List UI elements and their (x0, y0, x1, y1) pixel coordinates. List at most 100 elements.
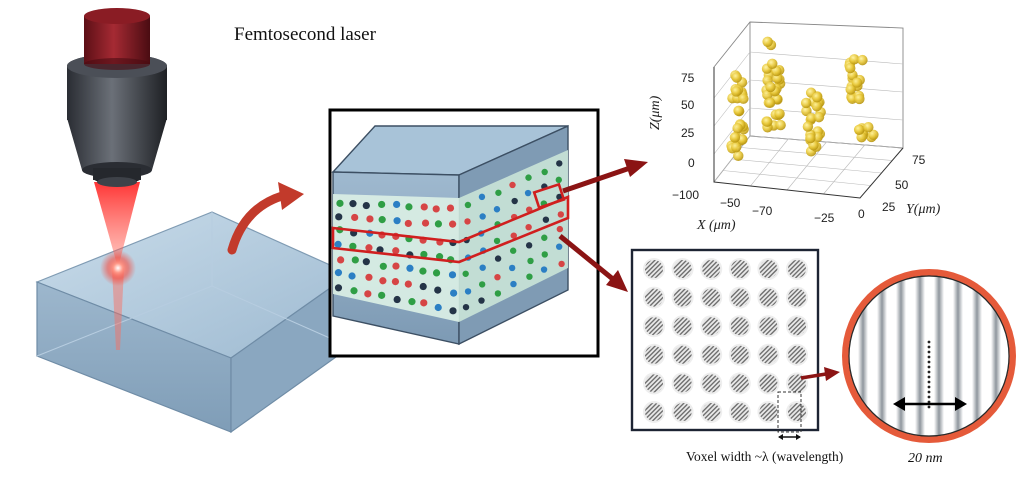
particle (434, 303, 442, 312)
particle (450, 289, 458, 297)
grid-line (713, 107, 904, 155)
fringe-stripe (877, 276, 887, 436)
data-point (845, 62, 856, 74)
data-point (805, 132, 816, 144)
particle (349, 200, 357, 208)
voxel-width-label: Voxel width ~λ (wavelength) (686, 449, 844, 464)
voxel-core (673, 374, 692, 393)
particle (449, 220, 457, 228)
fringe-stripe (934, 276, 944, 436)
arrow-to-voxel-grid (558, 234, 628, 292)
data-point (811, 101, 822, 112)
voxel-core (702, 345, 721, 364)
particle (378, 200, 386, 209)
particle (509, 181, 516, 189)
particle (462, 303, 470, 311)
x-tick-label: −50 (720, 196, 741, 210)
fringe-stripe (896, 276, 906, 436)
particle (478, 297, 485, 304)
scale-label: 20 nm (908, 451, 943, 466)
focus-dot (927, 360, 931, 364)
voxel-core (759, 288, 778, 307)
data-point (813, 111, 825, 123)
particle (479, 264, 486, 271)
particle (334, 284, 343, 292)
voxel-core (788, 345, 806, 364)
z-tick-label: 25 (681, 126, 695, 140)
data-point (849, 54, 860, 65)
particle (364, 290, 372, 298)
particle (540, 266, 548, 273)
particle (336, 199, 344, 207)
fringe-stripe (858, 276, 868, 436)
particle (379, 277, 387, 285)
fringe-stripe (953, 276, 963, 436)
particle (495, 189, 502, 196)
particle (432, 205, 440, 213)
voxel-core (730, 403, 749, 421)
focus-dot (927, 345, 931, 349)
particle (420, 203, 428, 211)
particle (348, 272, 356, 280)
objective-lens (67, 8, 167, 187)
data-point (857, 54, 868, 66)
data-point (733, 105, 744, 116)
voxel-core (759, 260, 778, 278)
particle (392, 247, 400, 255)
particle (419, 282, 427, 291)
fringe-stripe (972, 276, 982, 436)
particle (434, 286, 442, 294)
arrow-to-zoom-ring (800, 367, 840, 381)
focus-dot (927, 340, 931, 344)
voxel-core (645, 288, 663, 307)
grid-line (731, 158, 882, 174)
data-point (738, 93, 749, 104)
particle (479, 213, 486, 220)
data-point (762, 36, 773, 47)
voxel-core (702, 403, 721, 421)
voxel-core (730, 374, 749, 393)
particle (420, 250, 428, 259)
data-point (868, 129, 879, 141)
particle (478, 193, 486, 201)
data-point (853, 124, 865, 135)
particle (446, 204, 455, 212)
particle (432, 269, 441, 277)
particle (448, 271, 457, 279)
particle (541, 168, 548, 176)
particle (464, 201, 472, 209)
grid-line (713, 135, 904, 183)
particle (350, 287, 358, 295)
particle (351, 213, 359, 222)
particle (525, 223, 532, 231)
data-point (774, 108, 785, 120)
voxel-core (759, 374, 778, 393)
voxel-core (730, 317, 749, 336)
particle (493, 206, 501, 213)
particle (365, 273, 373, 281)
particle (556, 225, 564, 233)
voxel-core (673, 317, 692, 336)
scatter-3d-plot (713, 21, 904, 199)
particle (525, 242, 533, 249)
y-axis-title: Y(μm) (906, 202, 941, 217)
y-tick-label: 75 (912, 153, 926, 167)
data-point (863, 122, 874, 133)
laser-beam (94, 182, 140, 350)
focus-dot (927, 355, 931, 359)
particle (421, 219, 430, 227)
z-tick-label: 50 (681, 98, 695, 112)
data-point (764, 97, 776, 109)
particle (541, 234, 548, 241)
z-axis-title: Z(μm) (648, 95, 663, 130)
focus-dot (927, 385, 931, 389)
data-point (729, 132, 741, 143)
data-point (767, 58, 778, 70)
data-point (811, 92, 823, 103)
focus-dot (927, 380, 931, 384)
cube-inset (328, 108, 600, 358)
z-tick-label: 75 (681, 71, 695, 85)
particle (493, 237, 501, 245)
particle (405, 203, 413, 211)
